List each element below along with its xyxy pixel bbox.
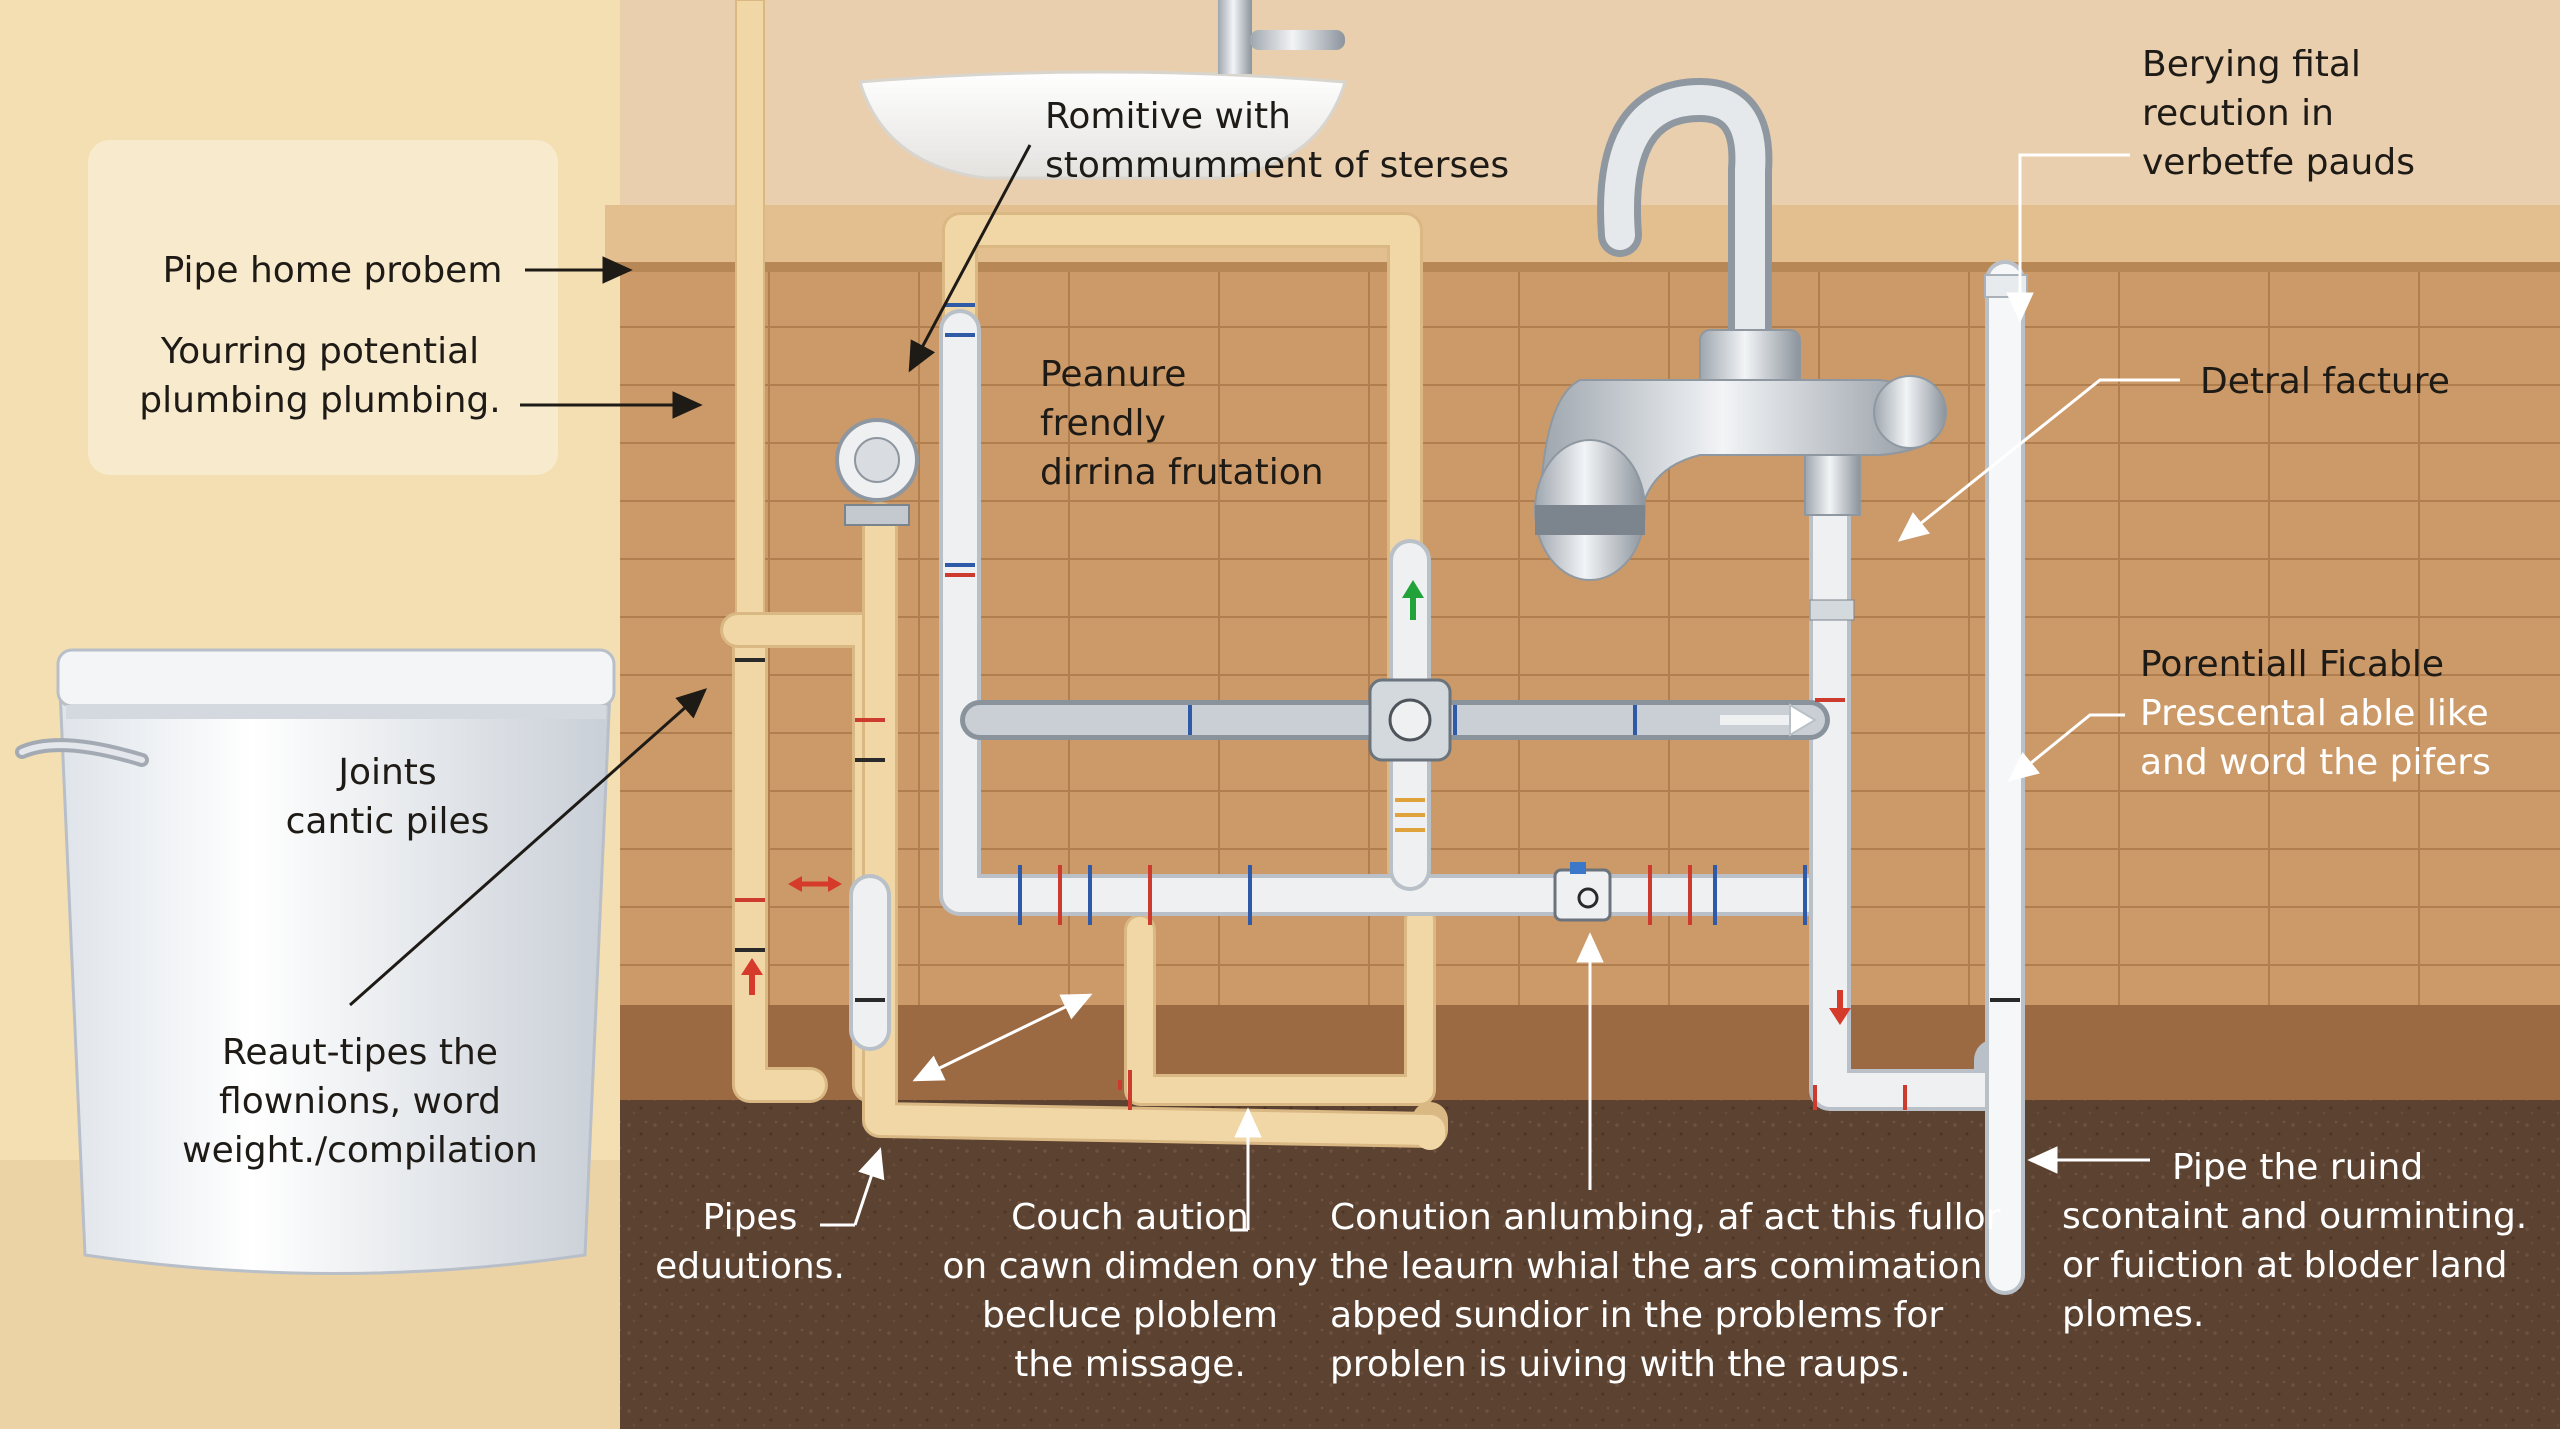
label-top-right: Berying fital recution in verbetfe pauds — [2142, 44, 2415, 183]
label-peanure: Peanure frendly dirrina frutation — [1040, 354, 1324, 493]
label-conution: Conution anlumbing, af act this fullor t… — [1330, 1197, 2001, 1385]
annotation-arrows — [349, 144, 2180, 1232]
counter-shelf — [605, 205, 2560, 267]
inline-valve-icon — [1553, 862, 1612, 922]
label-detral: Detral facture — [2200, 361, 2450, 402]
label-couch: Couch aution on cawn dimden ony becluce … — [942, 1197, 1318, 1385]
label-pipe-ruind: Pipe the ruind scontaint and ourminting.… — [2062, 1147, 2528, 1335]
shower-mixer-icon — [1534, 77, 1947, 621]
label-joints: Joints cantic piles — [285, 752, 490, 842]
label-pipe-home: Pipe home probem — [162, 250, 503, 291]
drain-pipes — [849, 260, 2025, 1295]
label-pipes: Pipes eduutions. — [655, 1197, 845, 1287]
label-reaut: Reaut-tipes the flownions, word weight./… — [182, 1032, 538, 1171]
label-top-center: Romitive with stommumment of sterses — [1045, 96, 1510, 186]
water-heater-valve-icon — [835, 418, 919, 526]
callout-box — [88, 140, 558, 475]
pipe-bands — [735, 303, 2020, 1110]
label-yourring: Yourring potential plumbing plumbing. — [139, 331, 501, 421]
pipe-cross-fitting-icon — [1368, 678, 1452, 762]
flow-arrow-icon — [741, 580, 1851, 1025]
bucket-icon — [15, 648, 616, 1275]
sink-basin — [858, 70, 1347, 180]
label-potential: Porentiall Ficable Prescental able like … — [2140, 644, 2491, 783]
